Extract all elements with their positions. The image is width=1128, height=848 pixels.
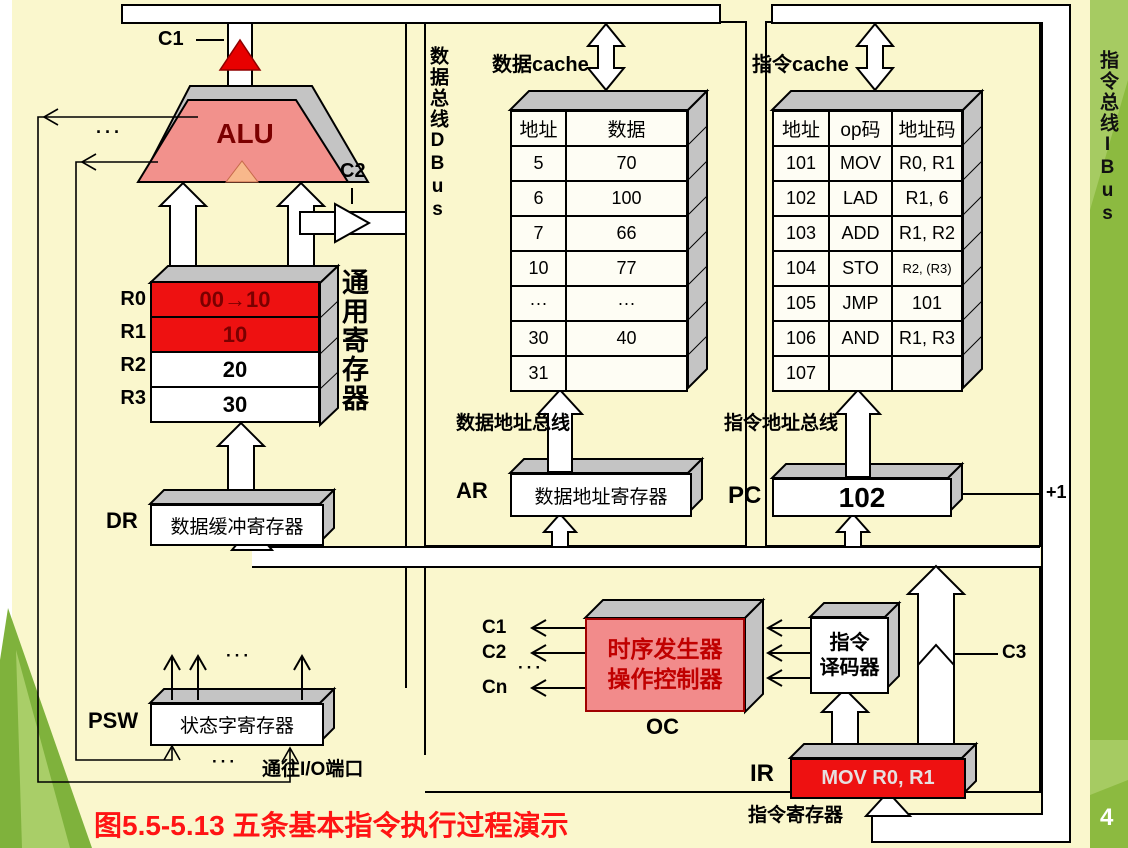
data-cache-cell: 70 [567, 147, 686, 180]
psw-box: 状态字寄存器 [150, 703, 324, 746]
instr-cache-cell: R1, R3 [893, 322, 961, 355]
oc-line2: 操作控制器 [607, 666, 723, 692]
instr-cache-cell: R1, 6 [893, 182, 961, 215]
oc-c2-label: C2 [482, 642, 507, 663]
register-row-r2: 20 [150, 351, 320, 388]
instr-cache-cell: 103 [774, 217, 828, 250]
c2-label: C2 [340, 160, 366, 182]
instr-cache-cell: MOV [830, 147, 891, 180]
register-file: 00→10 10 20 30 [150, 281, 320, 423]
ibus-label: 指令总线IBus [1097, 50, 1118, 226]
pc-name: PC [728, 482, 762, 509]
decoder-line2: 译码器 [819, 656, 880, 679]
instr-cache-cell: LAD [830, 182, 891, 215]
ir-box: MOV R0, R1 [790, 758, 966, 799]
instr-cache-table: 地址 op码 地址码 101 MOV R0, R1 102 LAD R1, 6 … [772, 110, 963, 392]
instr-address-bus-label: 指令地址总线 [724, 413, 839, 434]
instr-cache-cell: ADD [830, 217, 891, 250]
dr-name: DR [106, 508, 138, 533]
data-cache-cell: 30 [512, 322, 565, 355]
data-cache-cell: 77 [567, 252, 686, 285]
instr-cache-cell: JMP [830, 287, 891, 320]
alu-label: ALU [216, 118, 274, 149]
dr-box: 数据缓冲寄存器 [150, 504, 324, 546]
instr-cache-cell: AND [830, 322, 891, 355]
data-cache-cell: 10 [512, 252, 565, 285]
oc-line1: 时序发生器 [607, 636, 723, 663]
instr-cache-cell: R0, R1 [893, 147, 961, 180]
dbus-label: 数据总线DBus [427, 46, 448, 222]
instr-cache-header-operand: 地址码 [893, 112, 961, 145]
instruction-decoder-box: 指令 译码器 [810, 617, 889, 694]
oc-cn-label: Cn [482, 677, 508, 698]
instr-cache-cell: 101 [893, 287, 961, 320]
instr-cache-cell [830, 357, 891, 390]
instr-cache-cell: 101 [774, 147, 828, 180]
alu-left-dots: ··· [96, 122, 123, 142]
data-cache-cell [567, 357, 686, 390]
instr-cache-header-op: op码 [830, 112, 891, 145]
c3-label: C3 [1002, 642, 1027, 663]
oc-box: 时序发生器 操作控制器 [585, 618, 745, 712]
instr-cache-cell: 102 [774, 182, 828, 215]
instr-cache-header-addr: 地址 [774, 112, 828, 145]
oc-c1-label: C1 [482, 617, 507, 638]
data-cache-cell: 40 [567, 322, 686, 355]
c1-label: C1 [158, 28, 184, 50]
psw-bottom-dots: ··· [212, 752, 238, 771]
data-cache-cell: 7 [512, 217, 565, 250]
data-cache-header-addr: 地址 [512, 112, 565, 145]
plus-one-label: +1 [1046, 482, 1067, 502]
oc-name: OC [646, 714, 679, 739]
instr-cache-cell: 105 [774, 287, 828, 320]
psw-top-dots: ··· [226, 646, 252, 665]
instr-cache-cell [893, 357, 961, 390]
register-name-r3: R3 [120, 387, 146, 409]
data-cache-cell: 66 [567, 217, 686, 250]
register-row-r0: 00→10 [150, 281, 320, 318]
data-cache-cell: 100 [567, 182, 686, 215]
register-name-r2: R2 [120, 354, 146, 376]
data-cache-table: 地址 数据 5 70 6 100 7 66 10 77 ··· ··· 30 4… [510, 110, 688, 392]
psw-name: PSW [88, 708, 139, 733]
pc-box: 102 [772, 478, 952, 517]
ar-name: AR [456, 478, 488, 503]
instr-cache-cell: 106 [774, 322, 828, 355]
instr-cache-cell: STO [830, 252, 891, 285]
register-row-r1: 10 [150, 316, 320, 353]
data-address-bus-label: 数据地址总线 [456, 413, 571, 434]
data-cache-cell: ··· [512, 287, 565, 320]
instr-cache-title: 指令cache [752, 54, 849, 76]
register-name-r0: R0 [120, 288, 146, 310]
data-cache-cell: 31 [512, 357, 565, 390]
page-number: 4 [1100, 804, 1114, 831]
data-cache-title: 数据cache [492, 54, 589, 76]
data-cache-header-data: 数据 [567, 112, 686, 145]
ir-name: IR [750, 760, 774, 787]
slide-title: 图5.5-5.13 五条基本指令执行过程演示 [94, 810, 569, 841]
instr-cache-cell: 107 [774, 357, 828, 390]
instr-cache-cell: R2, (R3) [893, 252, 961, 285]
ir-caption: 指令寄存器 [748, 805, 844, 826]
oc-dots: ··· [518, 658, 544, 677]
data-cache-cell: 5 [512, 147, 565, 180]
ar-box: 数据地址寄存器 [510, 473, 692, 517]
register-name-r1: R1 [120, 321, 146, 343]
instr-cache-cell: R1, R2 [893, 217, 961, 250]
io-port-label: 通往I/O端口 [262, 759, 364, 780]
instr-cache-cell: 104 [774, 252, 828, 285]
register-row-r3: 30 [150, 386, 320, 423]
register-file-side-label: 通用寄存器 [338, 268, 368, 413]
decoder-line1: 指令 [829, 631, 870, 654]
data-cache-cell: ··· [567, 287, 686, 320]
data-cache-cell: 6 [512, 182, 565, 215]
